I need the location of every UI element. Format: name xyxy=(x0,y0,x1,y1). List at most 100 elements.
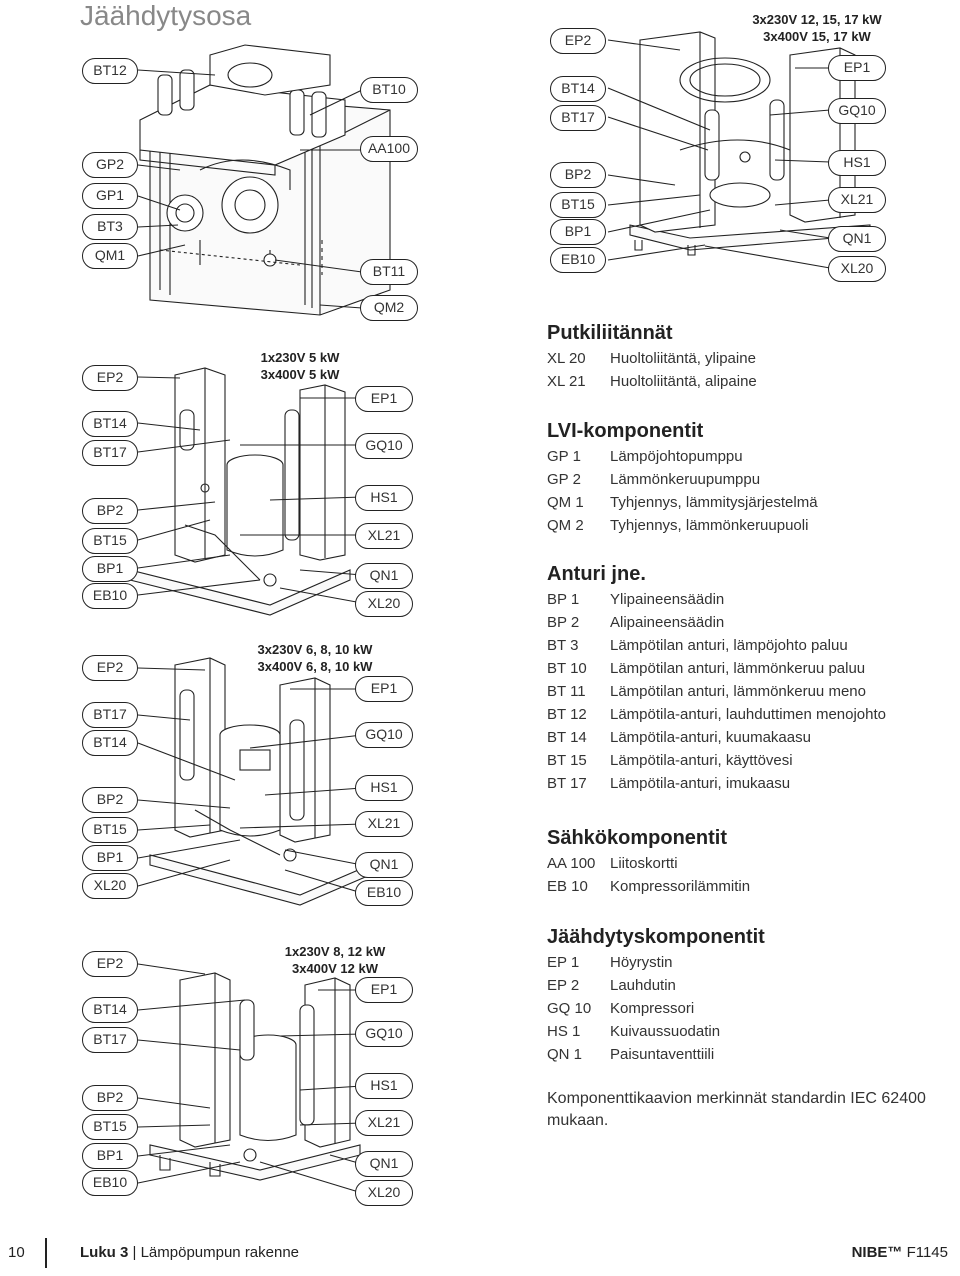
label-hs1: HS1 xyxy=(355,1073,413,1099)
label-bt17: BT17 xyxy=(550,105,606,131)
caption-line1: 1x230V 5 kW xyxy=(260,350,340,365)
legend-row: BT 10 Lämpötilan anturi, lämmönkeruu palu… xyxy=(547,657,886,680)
label-bt3: BT3 xyxy=(82,214,138,240)
diagram-cooling-8-12kw: 1x230V 8, 12 kW 3x400V 12 kW EP2 BT14 BT… xyxy=(0,930,420,1220)
legend-code: EP 2 xyxy=(547,977,580,994)
label-bt15: BT15 xyxy=(82,528,138,554)
label-ep1: EP1 xyxy=(828,55,886,81)
label-bp1: BP1 xyxy=(82,556,138,582)
brand-model: NIBE™ F1145 xyxy=(852,1244,948,1261)
legend-desc: Höyrystin xyxy=(610,954,673,971)
legend-code: BT 14 xyxy=(547,729,587,746)
cooling-module-illustration-4 xyxy=(137,963,363,1194)
label-xl20: XL20 xyxy=(828,256,886,282)
label-qn1: QN1 xyxy=(828,226,886,252)
legend-code: BT 17 xyxy=(547,775,587,792)
label-bp1: BP1 xyxy=(550,219,606,245)
legend-row: XL 20 Huoltoliitäntä, ylipaine xyxy=(547,347,757,370)
legend-code: GQ 10 xyxy=(547,1000,592,1017)
label-gq10: GQ10 xyxy=(355,1021,413,1047)
brand-name: NIBE™ xyxy=(851,1244,903,1261)
label-ep2: EP2 xyxy=(82,365,138,391)
legend-code: XL 21 xyxy=(547,373,586,390)
caption-line1: 3x230V 12, 15, 17 kW xyxy=(752,12,882,27)
section-title: Jäähdytyskomponentit xyxy=(547,926,765,948)
unit-overview-illustration xyxy=(137,44,391,316)
label-bt14: BT14 xyxy=(82,997,138,1023)
diagram-cooling-5kw: 1x230V 5 kW 3x400V 5 kW EP2 BT14 BT17 BP… xyxy=(0,330,420,620)
label-ep2: EP2 xyxy=(82,951,138,977)
legend-desc: Paisuntaventtiili xyxy=(610,1046,715,1063)
label-bt14: BT14 xyxy=(82,730,138,756)
label-hs1: HS1 xyxy=(355,775,413,801)
label-bt14: BT14 xyxy=(82,411,138,437)
legend-row: XL 21 Huoltoliitäntä, alipaine xyxy=(547,370,757,393)
legend-desc: Tyhjennys, lämmönkeruupuoli xyxy=(610,517,809,534)
legend-desc: Alipaineensäädin xyxy=(610,614,725,631)
legend-desc: Huoltoliitäntä, ylipaine xyxy=(610,350,756,367)
legend-desc: Lämpötila-anturi, kuumakaasu xyxy=(610,729,811,746)
diagram-cooling-12-17kw: 3x230V 12, 15, 17 kW 3x400V 15, 17 kW EP… xyxy=(540,0,960,290)
label-bp2: BP2 xyxy=(550,162,606,188)
label-xl21: XL21 xyxy=(828,187,886,213)
caption-line1: 3x230V 6, 8, 10 kW xyxy=(257,642,373,657)
label-qm1: QM1 xyxy=(82,243,138,269)
legend-code: BT 10 xyxy=(547,660,587,677)
label-qm2: QM2 xyxy=(360,295,418,321)
legend-code: XL 20 xyxy=(547,350,586,367)
label-gp1: GP1 xyxy=(82,183,138,209)
legend-code: BT 11 xyxy=(547,683,586,700)
legend-code: BT 15 xyxy=(547,752,587,769)
legend-desc: Lämpötila-anturi, lauhduttimen menojohto xyxy=(610,706,886,723)
chapter-label: Luku 3 xyxy=(80,1244,129,1261)
label-bp1: BP1 xyxy=(82,845,138,871)
legend-row: QM 2 Tyhjennys, lämmönkeruupuoli xyxy=(547,514,818,537)
legend-desc: Lämpötilan anturi, lämpöjohto paluu xyxy=(610,637,848,654)
footer-divider xyxy=(45,1238,47,1268)
section-title: LVI-komponentit xyxy=(547,420,704,442)
label-gp2: GP2 xyxy=(82,152,138,178)
page-footer: 10 Luku 3 | Lämpöpumpun rakenne NIBE™ F1… xyxy=(0,1238,960,1268)
legend-desc: Huoltoliitäntä, alipaine xyxy=(610,373,757,390)
legend-code: GP 2 xyxy=(547,471,581,488)
label-xl21: XL21 xyxy=(355,523,413,549)
cooling-module-illustration-3 xyxy=(137,657,371,906)
cooling-module-illustration-2 xyxy=(129,367,363,616)
legend-code: QM 2 xyxy=(547,517,584,534)
legend-desc: Lämpötilan anturi, lämmönkeruu paluu xyxy=(610,660,866,677)
page-title: Jäähdytysosa xyxy=(80,0,252,31)
label-ep1: EP1 xyxy=(355,977,413,1003)
label-qn1: QN1 xyxy=(355,563,413,589)
legend-desc: Ylipaineensäädin xyxy=(610,591,725,608)
label-bt17: BT17 xyxy=(82,440,138,466)
legend-desc: Lämpötilan anturi, lämmönkeruu meno xyxy=(610,683,866,700)
label-gq10: GQ10 xyxy=(355,433,413,459)
label-eb10: EB10 xyxy=(355,880,413,906)
label-ep1: EP1 xyxy=(355,676,413,702)
label-qn1: QN1 xyxy=(355,852,413,878)
label-xl21: XL21 xyxy=(355,1110,413,1136)
legend-desc: Lämmönkeruupumppu xyxy=(610,471,761,488)
label-eb10: EB10 xyxy=(82,583,138,609)
legend-code: GP 1 xyxy=(547,448,581,465)
label-bt17: BT17 xyxy=(82,1027,138,1053)
legend-row: BP 2 Alipaineensäädin xyxy=(547,611,886,634)
label-hs1: HS1 xyxy=(355,485,413,511)
legend-code: BP 2 xyxy=(547,614,580,631)
caption-line2: 3x400V 15, 17 kW xyxy=(763,29,871,44)
